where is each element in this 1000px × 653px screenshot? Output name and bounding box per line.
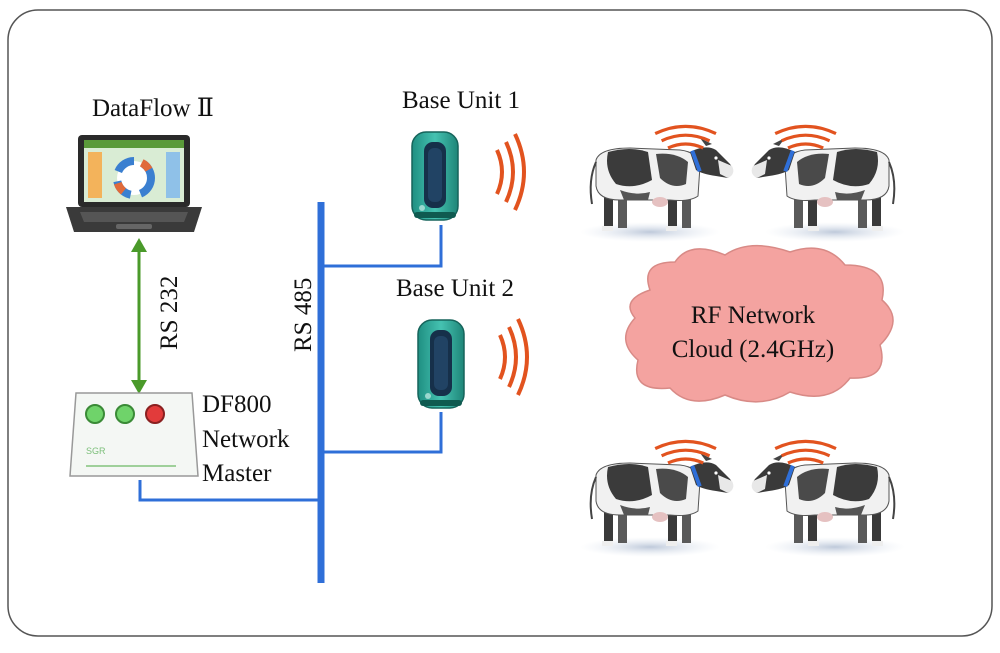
df800-label-line2: Network (202, 426, 290, 453)
rs232-label: RS 232 (156, 276, 183, 350)
dataflow-label: DataFlow Ⅱ (92, 95, 214, 122)
base-unit-2-label: Base Unit 2 (396, 275, 514, 302)
base-unit-icon (411, 131, 459, 221)
rs485-bus (138, 202, 443, 583)
laptop-icon (66, 135, 202, 232)
rs485-label: RS 485 (290, 278, 317, 352)
df800-label-line3: Master (202, 460, 272, 487)
network-master-box: SGR (69, 392, 199, 477)
base-unit-icon (417, 319, 465, 409)
rs232-link (131, 238, 147, 394)
df800-label-line1: DF800 (202, 391, 271, 418)
base-unit-1-label: Base Unit 1 (402, 87, 520, 114)
svg-text:SGR: SGR (86, 446, 106, 456)
cloud-label-line1: RF Network (691, 302, 816, 329)
cloud-label-line2: Cloud (2.4GHz) (672, 336, 834, 363)
diagram-frame (7, 9, 993, 637)
cloud-shape (625, 244, 894, 403)
